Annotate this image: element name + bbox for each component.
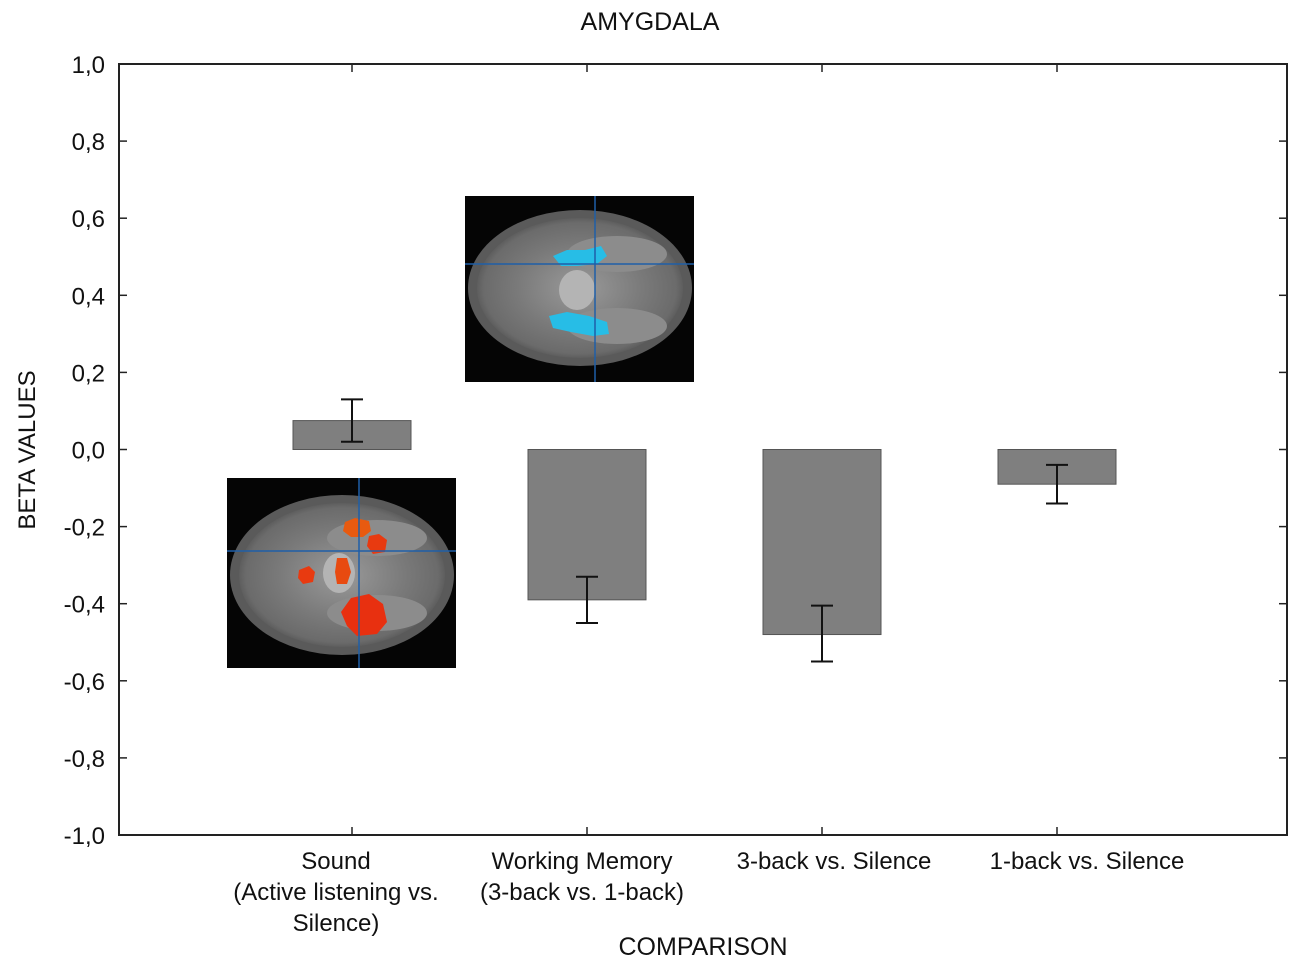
y-tick-label: 0,6 — [72, 206, 105, 233]
y-axis-label: BETA VALUES — [14, 370, 41, 529]
y-tick-label: -0,8 — [64, 746, 105, 773]
y-tick-label: -0,4 — [64, 592, 105, 619]
y-tick-label: 0,0 — [72, 438, 105, 465]
bar — [762, 449, 882, 636]
brain-scan-blue-inset — [465, 196, 694, 382]
bar-series — [292, 420, 1117, 636]
activation-blob — [549, 312, 609, 336]
y-tick-label: 0,2 — [72, 360, 105, 387]
brainstem — [559, 270, 595, 310]
x-category-label: Working Memory — [492, 848, 673, 875]
x-category-label: (3-back vs. 1-back) — [480, 879, 684, 906]
chart-title: AMYGDALA — [581, 8, 720, 36]
bar — [527, 449, 647, 601]
y-tick-label: 0,4 — [72, 283, 105, 310]
activation-blob — [335, 558, 351, 584]
activation-blob — [367, 534, 387, 554]
y-tick-label: 0,8 — [72, 129, 105, 156]
y-tick-label: 1,0 — [72, 52, 105, 79]
brain-scan-red-inset — [227, 478, 456, 668]
x-category-label: 1-back vs. Silence — [990, 848, 1185, 875]
y-tick-label: -0,6 — [64, 669, 105, 696]
activation-blob — [298, 566, 315, 584]
error-bars — [341, 398, 1068, 663]
y-tick-label: -1,0 — [64, 823, 105, 850]
x-category-label: 3-back vs. Silence — [737, 848, 932, 875]
activation-blob — [553, 246, 607, 266]
y-tick-label: -0,2 — [64, 515, 105, 542]
activation-blob — [343, 518, 371, 537]
x-category-label: (Active listening vs. — [233, 879, 438, 906]
activation-blob — [341, 594, 387, 636]
x-axis-category-labels: Sound (Active listening vs. Silence) Workin… — [233, 848, 1184, 937]
y-axis-ticks: 1,0 0,8 0,6 0,4 0,2 0,0 -0,2 -0,4 -0,6 -0,8 -1,0 — [64, 52, 1287, 850]
x-category-label: Silence) — [293, 910, 380, 937]
x-category-label: Sound — [301, 848, 370, 875]
x-axis-label: COMPARISON — [619, 933, 788, 961]
